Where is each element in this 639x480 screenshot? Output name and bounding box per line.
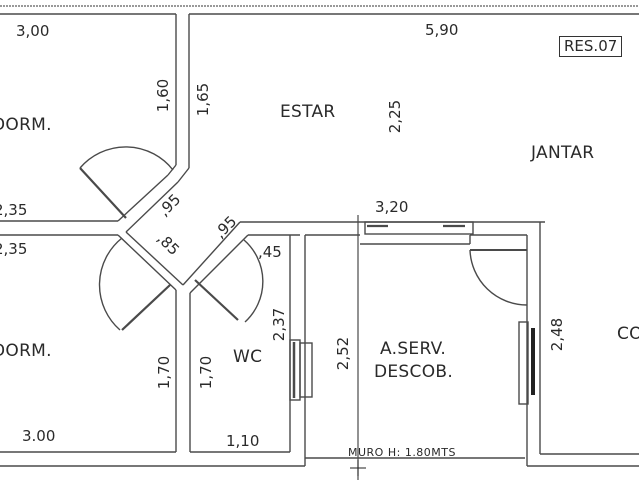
room-label-dorm-top: DORM. bbox=[0, 115, 52, 135]
room-label-estar: ESTAR bbox=[280, 102, 336, 122]
dim-estar-left-wall: 1,65 bbox=[194, 82, 213, 117]
room-label-aserv-line1: A.SERV. bbox=[380, 339, 447, 359]
dim-estar-width: 5,90 bbox=[425, 21, 459, 39]
dim-dorm-bottom-right-wall: 1,70 bbox=[155, 355, 174, 390]
dim-dorm-top-bottom: 2,35 bbox=[0, 201, 28, 219]
dim-aserv-width: 3,20 bbox=[375, 198, 409, 216]
dim-wc-door-side: ,45 bbox=[258, 243, 282, 261]
dim-wc-height: 2,37 bbox=[270, 307, 289, 342]
note-wall-height: MURO H: 1.80MTS bbox=[348, 446, 456, 459]
dim-wc-width: 1,10 bbox=[226, 432, 260, 450]
dim-cozinha-left-wall: 2,48 bbox=[548, 317, 567, 352]
dim-aserv-height: 2,52 bbox=[334, 336, 353, 371]
dim-wc-left-wall: 1,70 bbox=[197, 355, 216, 390]
dim-dorm-bottom-width: 3.00 bbox=[22, 427, 56, 445]
dim-estar-depth: 2,25 bbox=[386, 99, 405, 134]
room-label-wc: WC bbox=[233, 347, 263, 367]
room-label-cozinha: CO bbox=[617, 324, 639, 344]
dim-dorm-top-width: 3,00 bbox=[16, 22, 50, 40]
room-label-aserv-line2: DESCOB. bbox=[374, 362, 454, 382]
room-label-dorm-bottom: DORM. bbox=[0, 341, 52, 361]
residence-stamp: RES.07 bbox=[559, 36, 623, 57]
dim-dorm-top-right-wall: 1,60 bbox=[154, 78, 173, 113]
room-label-jantar: JANTAR bbox=[531, 143, 595, 163]
dim-dorm-bottom-top: 2,35 bbox=[0, 240, 28, 258]
